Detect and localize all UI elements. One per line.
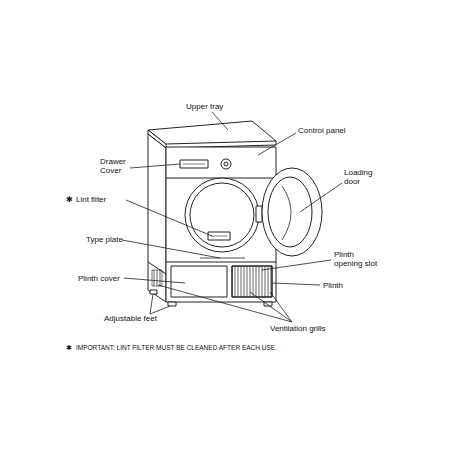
part-label: Control panel (298, 126, 346, 135)
footnote-text: IMPORTANT: LINT FILTER MUST BE CLEANED A… (76, 344, 277, 352)
footnote-marker: ✱ (66, 195, 73, 204)
part-label: Upper tray (186, 102, 223, 111)
footnote-marker: ✱ (66, 344, 72, 352)
part-label: Plinth cover (78, 274, 120, 283)
part-label: Plinth opening slot (334, 250, 382, 268)
part-label: Drawer Cover (100, 157, 130, 175)
part-label: Loading door (344, 168, 378, 186)
part-label: Adjustable feet (104, 314, 157, 323)
part-label: Plinth (323, 281, 343, 290)
part-label: Type plate (86, 235, 123, 244)
part-label: Ventilation grills (270, 324, 326, 333)
part-label: Lint filter (76, 195, 106, 204)
